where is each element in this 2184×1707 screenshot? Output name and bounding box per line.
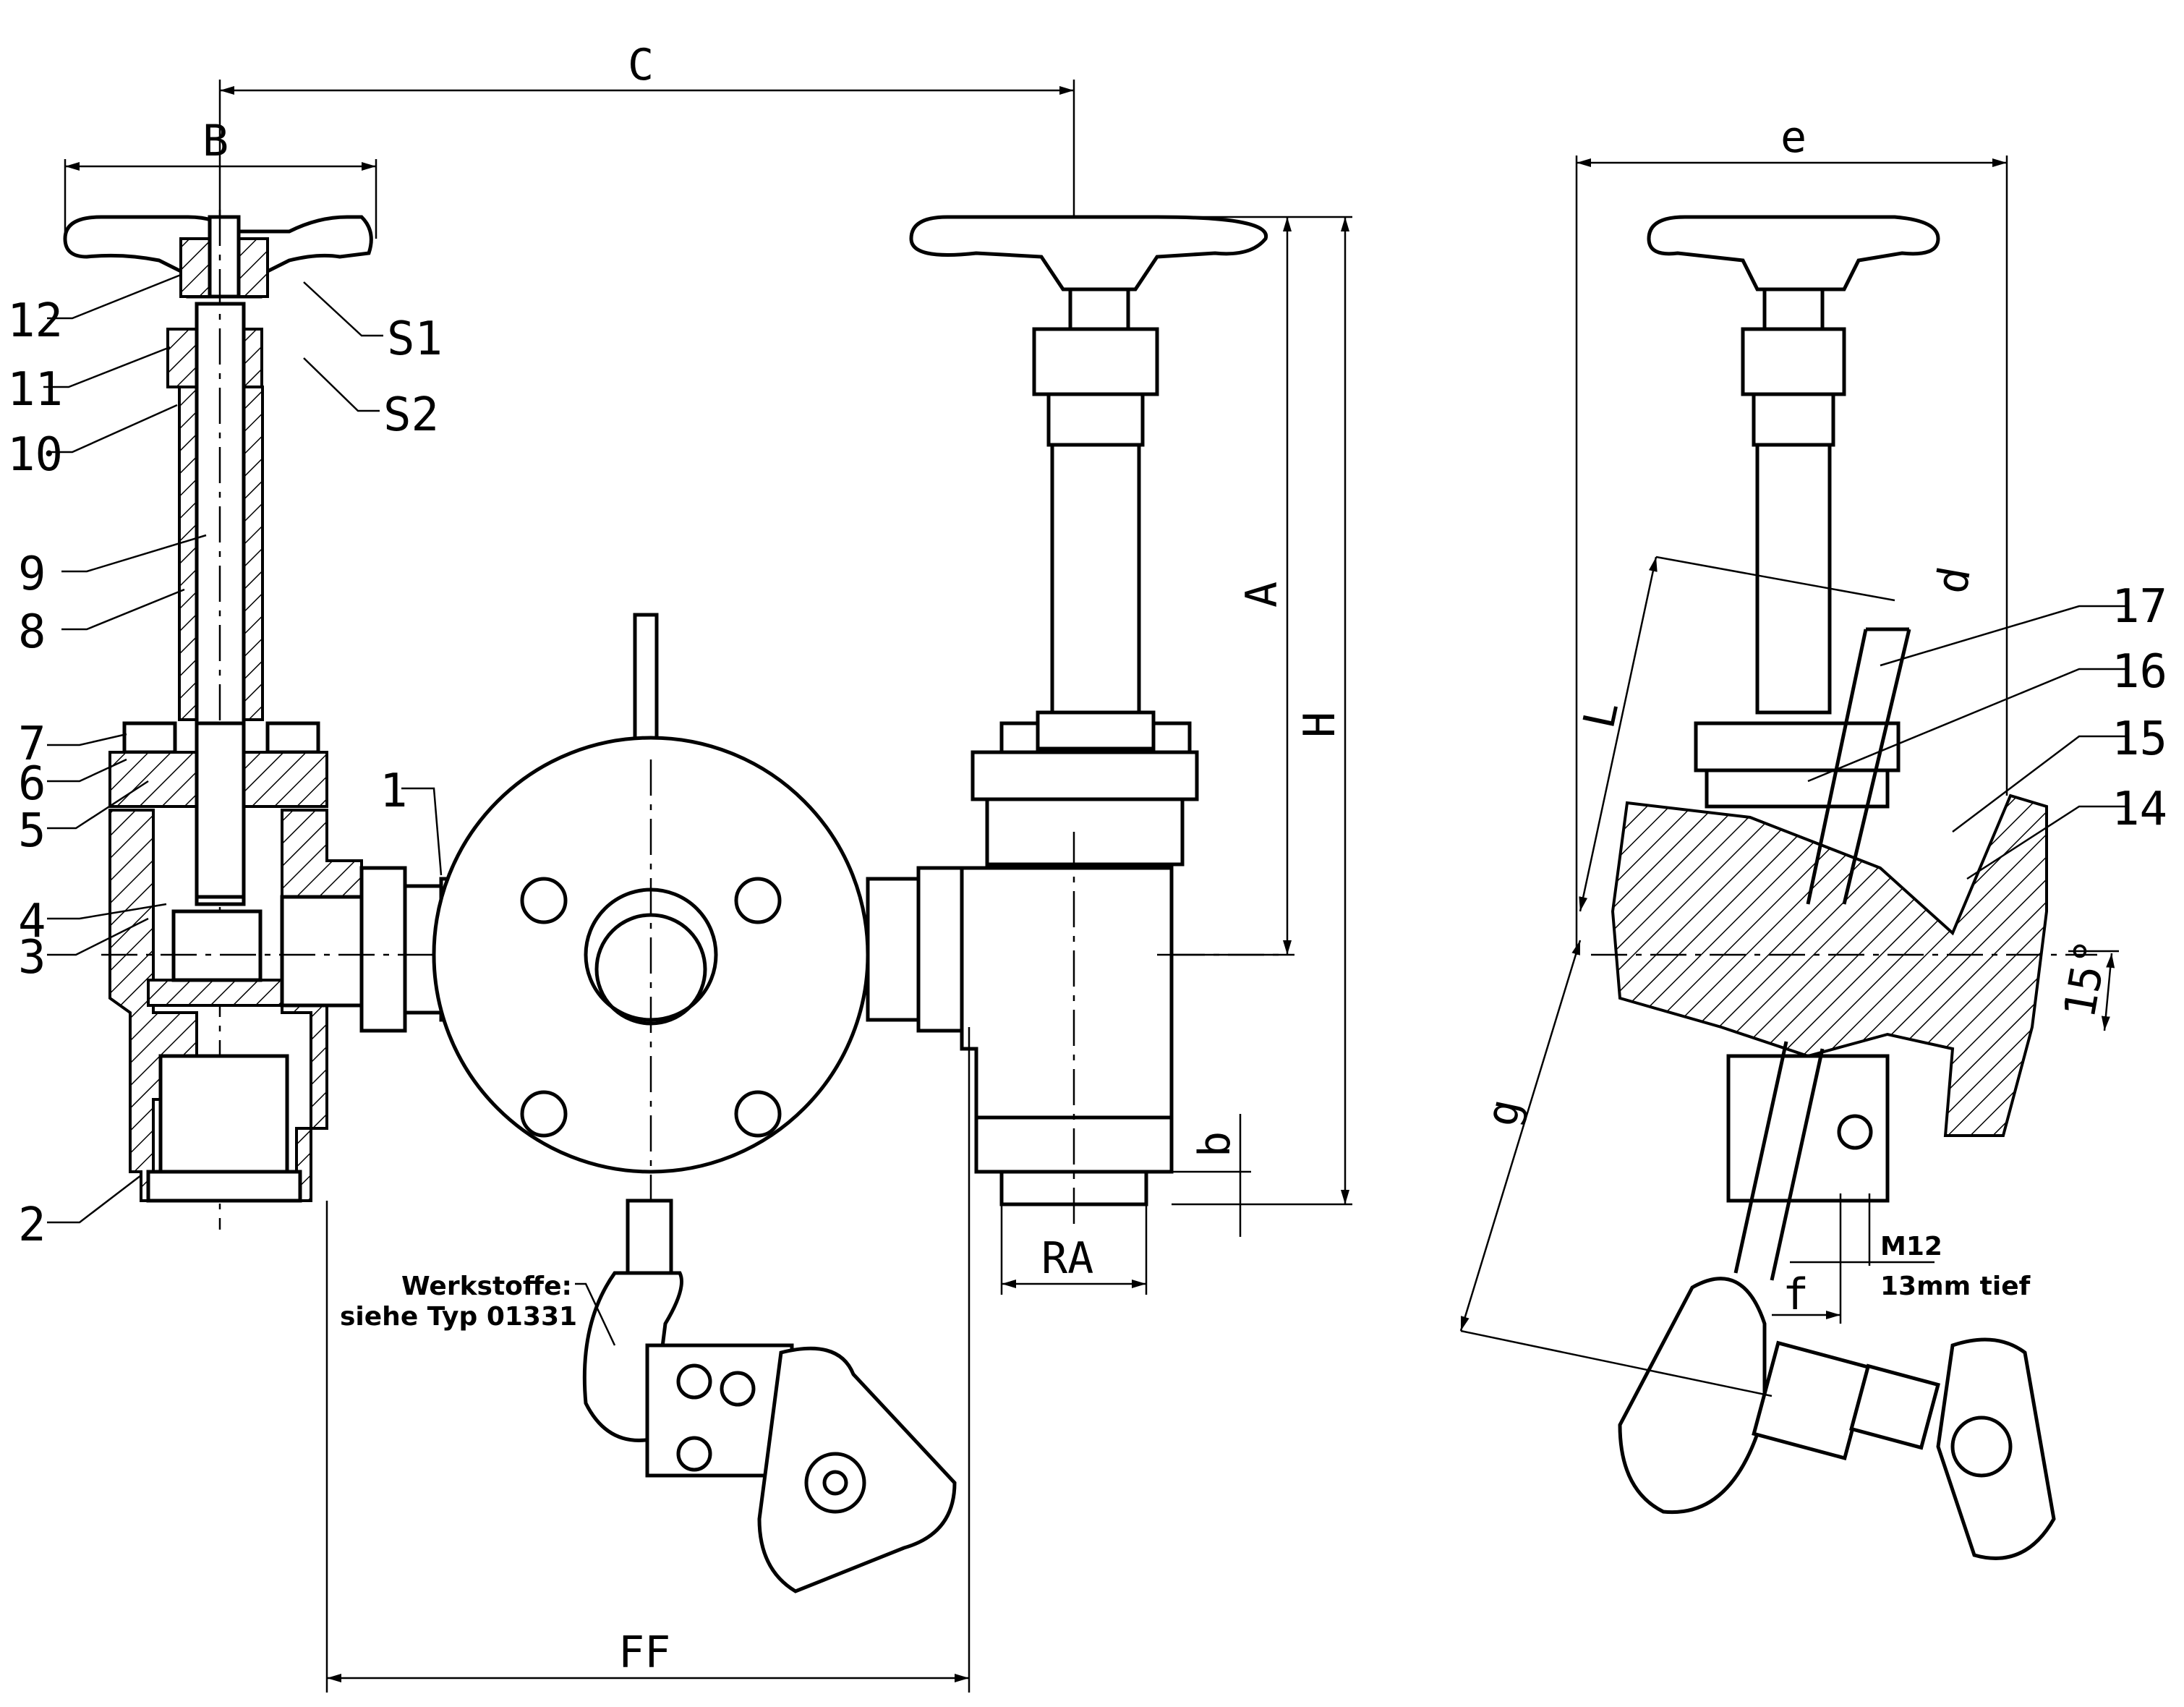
thread-depth-note: 13mm tief [1880, 1272, 2031, 1301]
part-label-4: 4 [18, 895, 46, 948]
drain-valve [582, 1199, 957, 1593]
part-label-5: 5 [18, 804, 46, 858]
part-label-S1: S1 [387, 312, 443, 366]
materials-note-line2: siehe Typ 01331 [340, 1302, 577, 1332]
part-label-15: 15 [2112, 712, 2167, 766]
dim-label-b: b [1190, 1131, 1240, 1157]
dim-label-FF: FF [618, 1627, 670, 1678]
part-label-8: 8 [18, 605, 46, 659]
left-valve-section [63, 210, 1287, 1230]
dim-label-e: e [1780, 112, 1807, 163]
part-label-7: 7 [18, 718, 46, 771]
dim-label-B: B [202, 116, 229, 166]
dim-label-L: L [1574, 697, 1629, 733]
part-label-14: 14 [2112, 783, 2167, 836]
dim-label-g: g [1476, 1094, 1531, 1131]
part-label-17: 17 [2112, 580, 2167, 634]
dim-label-A: A [1237, 582, 1287, 608]
dim-label-f: f [1783, 1269, 1809, 1320]
part-label-12: 12 [7, 294, 63, 348]
dim-label-H: H [1294, 712, 1345, 738]
dim-label-RA: RA [1041, 1233, 1093, 1284]
part-label-S2: S2 [383, 388, 439, 442]
part-label-1: 1 [380, 765, 408, 818]
center-flange [432, 613, 964, 1447]
part-label-10: 10 [7, 428, 63, 482]
dim-label-d: d [1927, 563, 1981, 597]
dim-label-angle: 15° [2055, 936, 2118, 1022]
leader-lines [43, 273, 2126, 1346]
dim-label-C: C [628, 40, 654, 90]
valve-disc [147, 979, 283, 1007]
part-label-3: 3 [18, 931, 46, 984]
part-label-2: 2 [18, 1199, 46, 1252]
labels: C B A H b RA FF e d L g f 15° 12 11 10 9… [7, 40, 2167, 1678]
valve-body-right [960, 866, 1174, 1120]
part-label-9: 9 [18, 548, 46, 601]
handwheel-side [1647, 215, 1940, 291]
handwheel-right [909, 215, 1268, 291]
part-label-11: 11 [7, 363, 63, 417]
right-valve [909, 215, 1268, 1230]
materials-note-line1: Werkstoffe: [401, 1272, 572, 1301]
part-label-16: 16 [2112, 645, 2167, 699]
side-body-section [1611, 793, 2048, 1137]
thread-note: M12 [1880, 1232, 1942, 1261]
dimensions [64, 80, 2119, 1693]
side-view [1591, 215, 2097, 1560]
part-label-6: 6 [18, 757, 46, 811]
